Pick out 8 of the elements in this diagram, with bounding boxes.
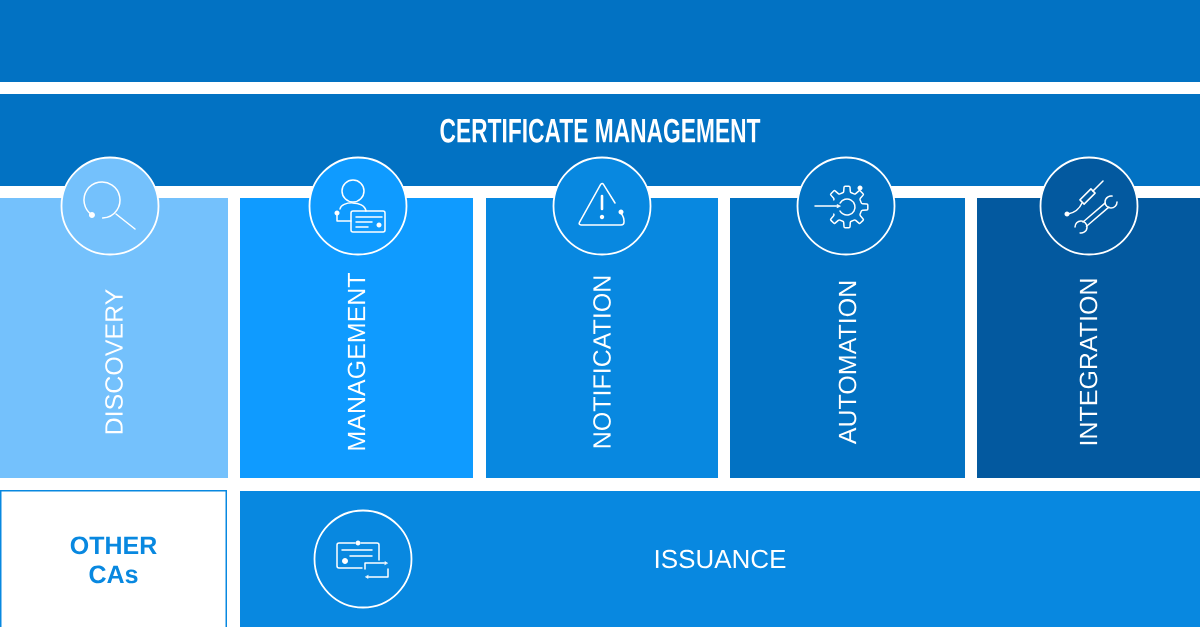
column-box: INTEGRATION <box>977 198 1200 478</box>
column-box: MANAGEMENT <box>240 198 473 478</box>
column-box: AUTOMATION <box>730 198 965 478</box>
column-box: DISCOVERY <box>0 198 228 478</box>
wide-band: ISSUANCE <box>240 491 1200 627</box>
outlined-box: OTHER CAs <box>0 490 227 627</box>
column-box: NOTIFICATION <box>486 198 718 478</box>
header-band <box>0 0 1200 82</box>
